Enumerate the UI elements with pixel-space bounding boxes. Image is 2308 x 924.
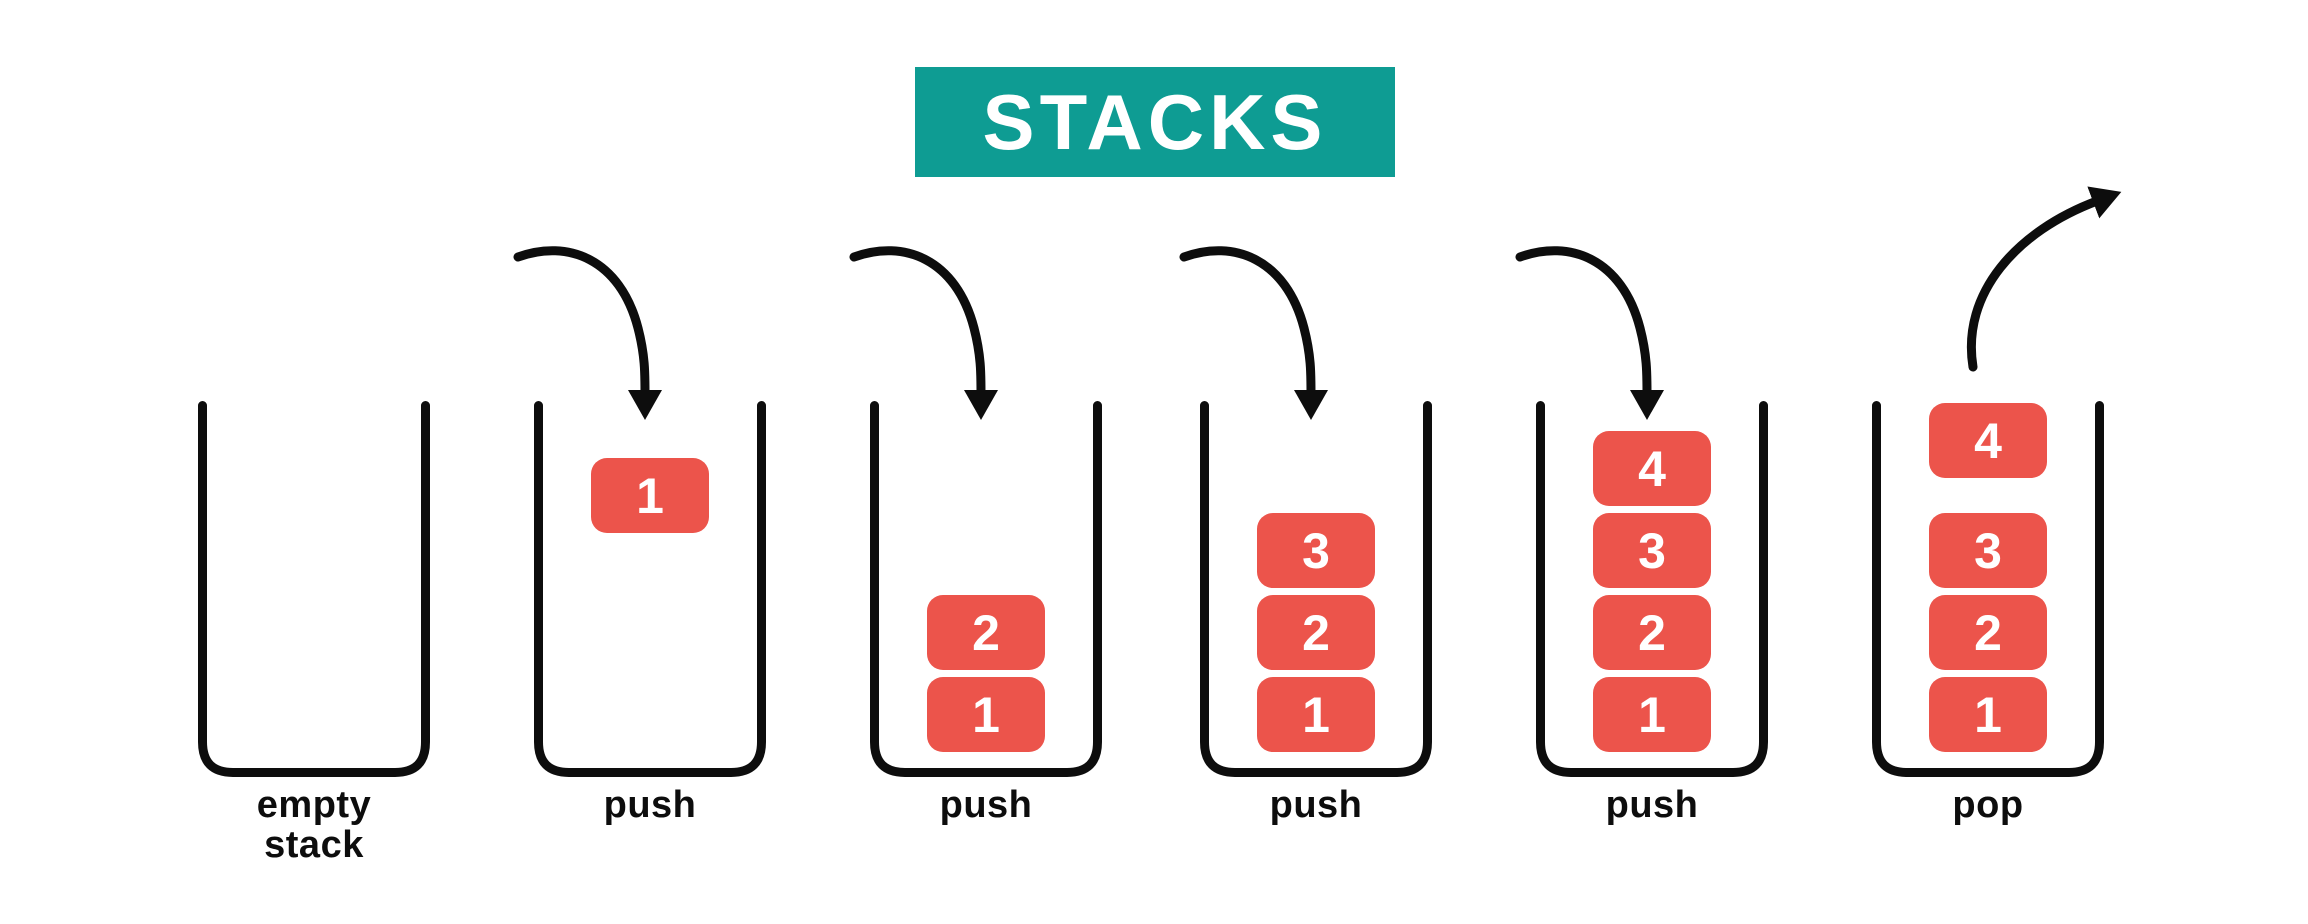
stack-block: 4 <box>1593 431 1711 506</box>
stack-empty: empty stack <box>198 0 430 924</box>
stack-push-1: 1 push <box>513 0 766 924</box>
stack-block: 1 <box>1257 677 1375 752</box>
stack-label: pop <box>1952 784 2024 826</box>
stack-block: 3 <box>1929 513 2047 588</box>
stack-push-4: 4 3 2 1 push <box>1515 0 1768 924</box>
stack-label: push <box>939 784 1033 826</box>
stack-block: 2 <box>1257 595 1375 670</box>
push-arrow-icon <box>1515 246 1664 420</box>
stack-label: push <box>603 784 697 826</box>
stack-push-3: 3 2 1 push <box>1179 0 1432 924</box>
stack-block: 3 <box>1257 513 1375 588</box>
stack-block: 3 <box>1593 513 1711 588</box>
stack-block: 1 <box>591 458 709 533</box>
stack-container <box>198 401 430 777</box>
page-title: STACKS <box>982 77 1328 166</box>
stack-block: 2 <box>927 595 1045 670</box>
stack-container <box>870 401 1102 777</box>
stack-label: push <box>1269 784 1363 826</box>
stack-block: 1 <box>1929 677 2047 752</box>
stack-block: 4 <box>1929 403 2047 478</box>
stack-label: empty stack <box>256 784 372 866</box>
pop-arrow-icon <box>1967 186 2122 372</box>
stack-container <box>1872 401 2104 777</box>
stack-container <box>1536 401 1768 777</box>
stack-block: 2 <box>1593 595 1711 670</box>
push-arrow-icon <box>849 246 998 420</box>
stack-pop: 4 3 2 1 pop <box>1872 0 2122 924</box>
stack-block: 1 <box>1593 677 1711 752</box>
stack-block: 1 <box>927 677 1045 752</box>
stack-block: 2 <box>1929 595 2047 670</box>
stack-container <box>1200 401 1432 777</box>
title-banner: STACKS <box>915 67 1395 177</box>
stack-label: push <box>1605 784 1699 826</box>
stack-container <box>534 401 766 777</box>
push-arrow-icon <box>513 246 662 420</box>
push-arrow-icon <box>1179 246 1328 420</box>
stack-push-2: 2 1 push <box>849 0 1102 924</box>
